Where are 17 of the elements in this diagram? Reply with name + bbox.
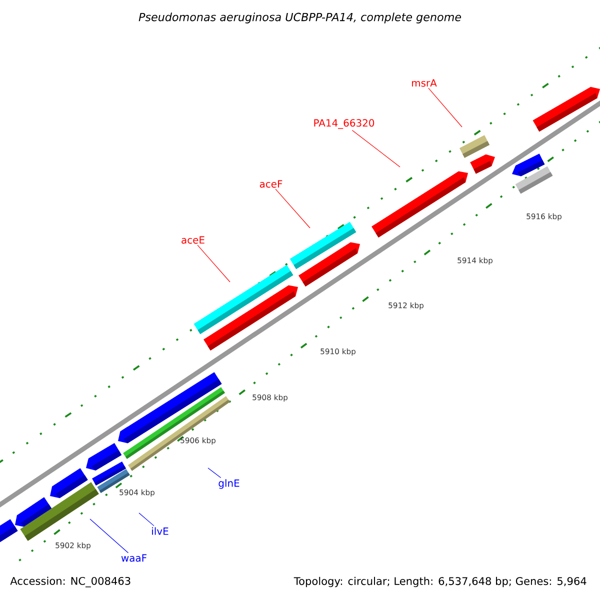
leader-line: [208, 468, 222, 478]
leader-line: [428, 88, 462, 128]
gene-label: waaF: [121, 554, 146, 562]
leader-line: [197, 244, 230, 282]
leader-line: [138, 512, 154, 526]
leader-line: [90, 518, 129, 554]
genome-info-text: Topology: circular; Length: 6,537,648 bp; Genes: 5,964: [294, 576, 586, 588]
gene-label: aceE: [182, 236, 204, 244]
accession-text: Accession: NC_008463: [10, 576, 130, 588]
gene-label: ilvE: [152, 527, 168, 535]
gene-label: aceF: [260, 180, 282, 188]
title: Pseudomonas aeruginosa UCBPP-PA14, complete genome: [138, 12, 462, 24]
leader-line: [275, 188, 310, 228]
gene-label: msrA: [412, 79, 437, 87]
leader-line: [352, 130, 400, 168]
gene-label: glnE: [218, 479, 240, 489]
gene-label: PA14_66320: [314, 119, 374, 129]
